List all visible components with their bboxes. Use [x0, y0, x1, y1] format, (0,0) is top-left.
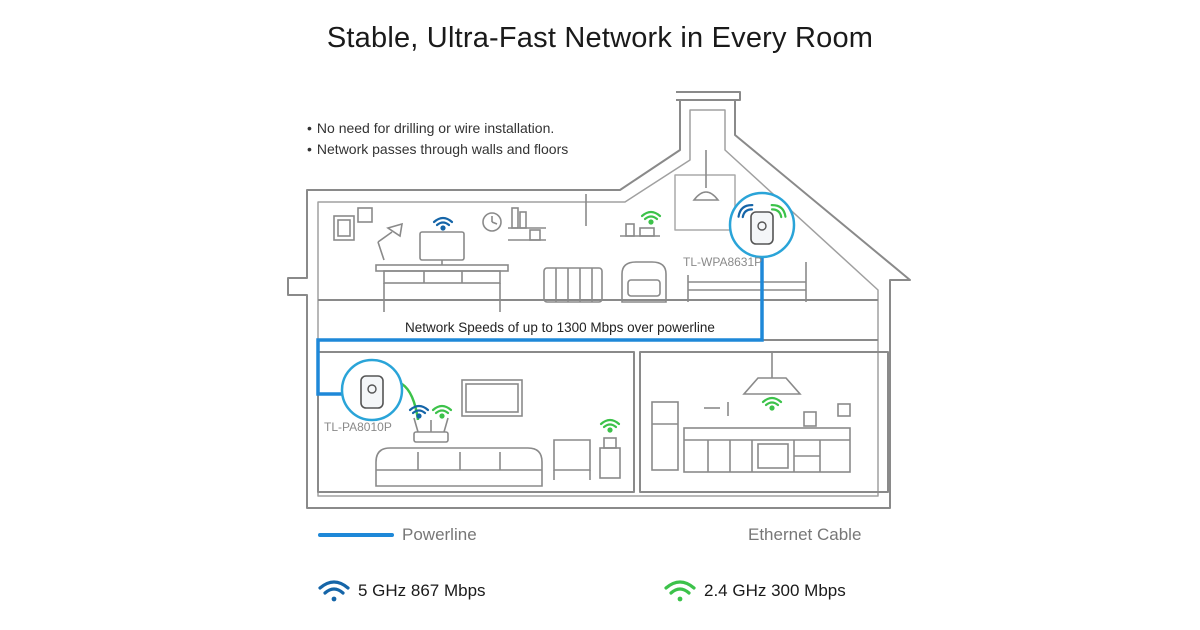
- router-icon: [413, 417, 449, 443]
- speed-label: Network Speeds of up to 1300 Mbps over p…: [405, 320, 715, 335]
- band-24ghz-label: 2.4 GHz 300 Mbps: [704, 581, 846, 600]
- bullet-item: Network passes through walls and floors: [307, 139, 568, 160]
- wifi-icon: [640, 210, 662, 225]
- upstairs-model-label: TL-WPA8631P: [683, 255, 763, 269]
- wifi-icon: [431, 404, 453, 419]
- page-title: Stable, Ultra-Fast Network in Every Room: [326, 22, 874, 54]
- feature-bullets: No need for drilling or wire installatio…: [307, 118, 568, 160]
- sofa-icon: [375, 447, 543, 487]
- radiator: [543, 267, 603, 303]
- house-outline: [287, 99, 911, 509]
- wifi-icon: [761, 396, 783, 411]
- tv-icon: [461, 379, 523, 417]
- house-inner-outline: [317, 109, 879, 497]
- fridge-icon: [651, 401, 679, 471]
- wifi-icon: [318, 580, 350, 602]
- band-5ghz-label: 5 GHz 867 Mbps: [358, 581, 486, 600]
- picture-frame: [333, 215, 355, 241]
- clock-icon: [482, 212, 502, 232]
- wifi-icon: [664, 580, 696, 602]
- wifi-icon: [599, 418, 621, 433]
- wifi-icon: [737, 204, 754, 219]
- monitor: [419, 231, 465, 261]
- bed-icon: [687, 262, 807, 302]
- upstairs-adapter: [728, 191, 796, 259]
- wifi-icon: [770, 204, 787, 219]
- ethernet-path: [401, 382, 420, 421]
- powerline-legend-label: Powerline: [402, 525, 477, 544]
- bullet-item: No need for drilling or wire installatio…: [307, 118, 568, 139]
- range-hood-icon: [742, 352, 802, 395]
- downstairs-adapter: [340, 358, 404, 422]
- desk: [375, 264, 509, 272]
- downstairs-model-label: TL-PA8010P: [324, 420, 392, 434]
- ethernet-legend-label: Ethernet Cable: [748, 525, 862, 544]
- wifi-icon: [408, 404, 430, 419]
- armchair: [621, 261, 667, 303]
- lamp-icon: [377, 222, 403, 261]
- powerline-path: [316, 250, 764, 396]
- wifi-icon: [432, 216, 454, 231]
